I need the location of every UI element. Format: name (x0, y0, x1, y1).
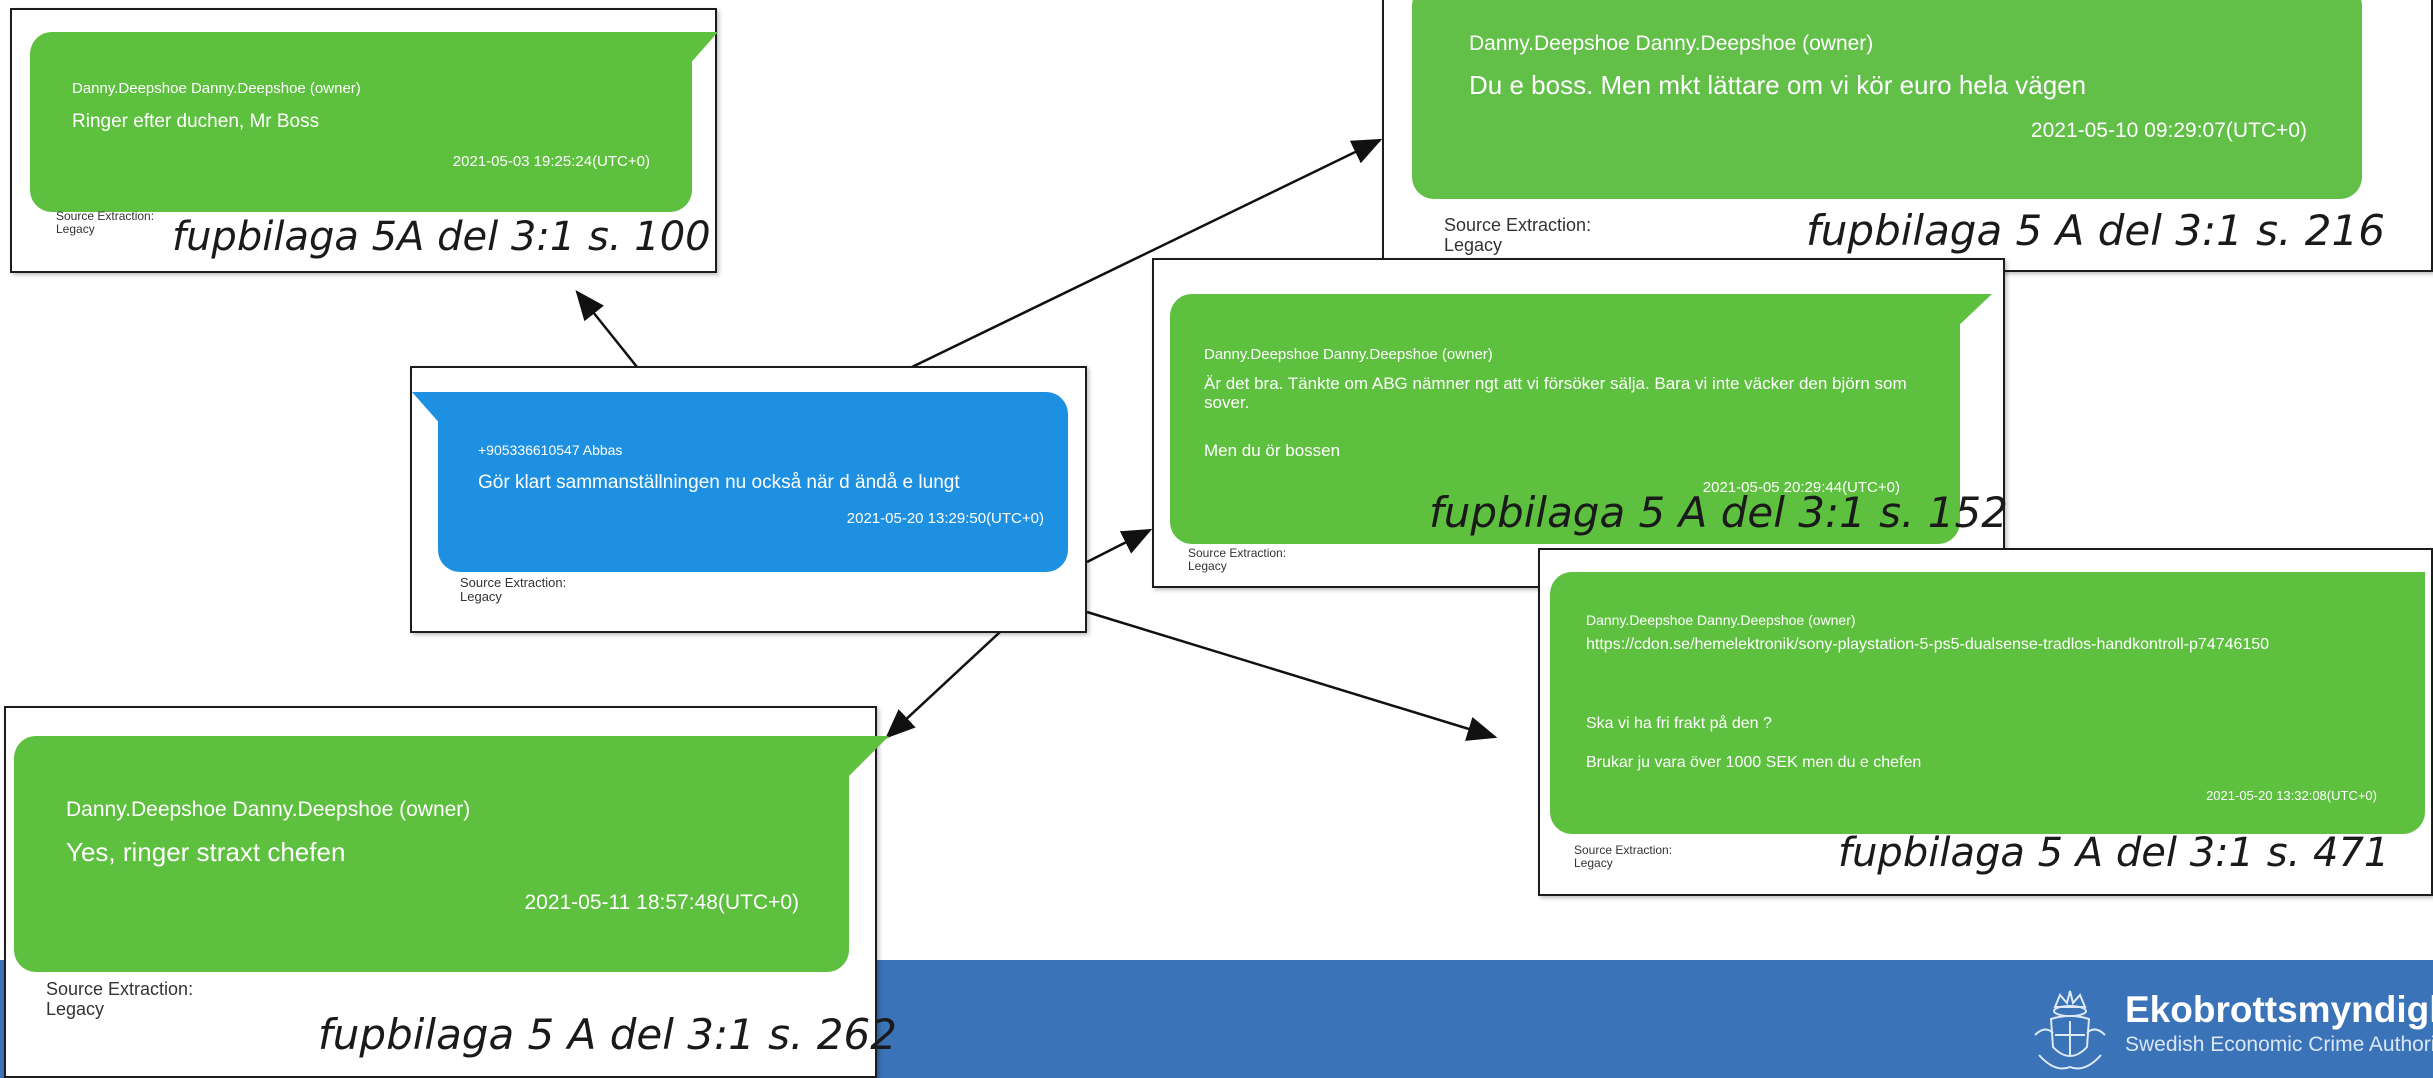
source-extraction: Source Extraction: Legacy (56, 209, 155, 237)
agency-subtitle: Swedish Economic Crime Authority (2125, 1033, 2433, 1056)
source-extraction: Source Extraction: Legacy (1574, 843, 1673, 871)
message-text: Är det bra. Tänkte om ABG nämner ngt att… (1204, 374, 1907, 412)
message-text-2: Brukar ju vara över 1000 SEK men du e ch… (1586, 754, 1922, 771)
arrow-to-top-left (575, 290, 638, 368)
message-bubble: Danny.Deepshoe Danny.Deepshoe (owner) Ri… (30, 32, 718, 212)
source-extraction: Source Extraction: Legacy (1188, 546, 1287, 574)
message-text: Yes, ringer straxt chefen (66, 837, 346, 867)
reference-label: fupbilaga 5 A del 3:1 s. 262 (318, 1010, 897, 1059)
message-link[interactable]: https://cdon.se/hemelektronik/sony-plays… (1586, 636, 2270, 653)
message-card-center: +905336610547 Abbas Gör klart sammanstäl… (410, 366, 1087, 633)
message-text: Du e boss. Men mkt lättare om vi kör eur… (1469, 70, 2087, 100)
arrow-to-lower-right (1086, 610, 1498, 741)
message-timestamp: 2021-05-10 09:29:07(UTC+0) (2030, 119, 2307, 142)
message-text: Gör klart sammanställningen nu också när… (478, 472, 960, 493)
message-card-top-right: Danny.Deepshoe Danny.Deepshoe (owner) Du… (1382, 0, 2433, 272)
message-bubble: +905336610547 Abbas Gör klart sammanstäl… (412, 392, 1068, 572)
agency-logo: Ekobrottsmyndigheten Swedish Economic Cr… (2025, 985, 2433, 1078)
sender-name: Danny.Deepshoe Danny.Deepshoe (owner) (1586, 612, 1856, 628)
crown-crest-icon (2034, 990, 2106, 1070)
arrow-to-middle-right (1086, 528, 1153, 564)
message-bubble: Danny.Deepshoe Danny.Deepshoe (owner) Är… (1170, 294, 1992, 544)
sender-name: Danny.Deepshoe Danny.Deepshoe (owner) (66, 798, 471, 821)
arrow-to-top-right (911, 138, 1383, 369)
reference-label: fupbilaga 5 A del 3:1 s. 216 (1806, 206, 2385, 255)
message-bubble: Danny.Deepshoe Danny.Deepshoe (owner) ht… (1550, 572, 2425, 834)
message-text: Ringer efter duchen, Mr Boss (72, 111, 320, 132)
reference-label: fupbilaga 5 A del 3:1 s. 471 (1838, 830, 2390, 876)
source-extraction: Source Extraction: Legacy (46, 979, 194, 1019)
sender-name: Danny.Deepshoe Danny.Deepshoe (owner) (72, 80, 361, 97)
message-bubble: Danny.Deepshoe Danny.Deepshoe (owner) Ye… (14, 736, 889, 972)
source-extraction: Source Extraction: Legacy (460, 575, 567, 605)
message-text-2: Men du ör bossen (1204, 441, 1341, 460)
message-timestamp: 2021-05-20 13:32:08(UTC+0) (2206, 788, 2377, 803)
message-card-lower-right: Danny.Deepshoe Danny.Deepshoe (owner) ht… (1538, 548, 2433, 896)
message-card-top-left: Danny.Deepshoe Danny.Deepshoe (owner) Ri… (10, 8, 718, 273)
source-extraction: Source Extraction: Legacy (1444, 215, 1592, 255)
sender-name: Danny.Deepshoe Danny.Deepshoe (owner) (1204, 346, 1493, 363)
message-bubble: Danny.Deepshoe Danny.Deepshoe (owner) Du… (1412, 0, 2362, 199)
message-timestamp: 2021-05-20 13:29:50(UTC+0) (846, 510, 1044, 527)
arrow-to-bottom-left (885, 631, 1001, 739)
agency-name: Ekobrottsmyndigheten (2125, 989, 2433, 1030)
sender-name: Danny.Deepshoe Danny.Deepshoe (owner) (1469, 32, 1874, 55)
message-text: Ska vi ha fri frakt på den ? (1586, 715, 1772, 732)
message-timestamp: 2021-05-05 20:29:44(UTC+0) (1702, 479, 1900, 496)
message-card-middle-right: Danny.Deepshoe Danny.Deepshoe (owner) Är… (1152, 258, 2008, 588)
message-timestamp: 2021-05-11 18:57:48(UTC+0) (524, 891, 799, 914)
sender-name: +905336610547 Abbas (478, 442, 623, 458)
reference-label: fupbilaga 5A del 3:1 s. 100 (172, 214, 711, 260)
reference-label: fupbilaga 5 A del 3:1 s. 152 (1429, 488, 2008, 537)
message-card-bottom-left: Danny.Deepshoe Danny.Deepshoe (owner) Ye… (4, 706, 897, 1078)
message-timestamp: 2021-05-03 19:25:24(UTC+0) (452, 153, 650, 170)
